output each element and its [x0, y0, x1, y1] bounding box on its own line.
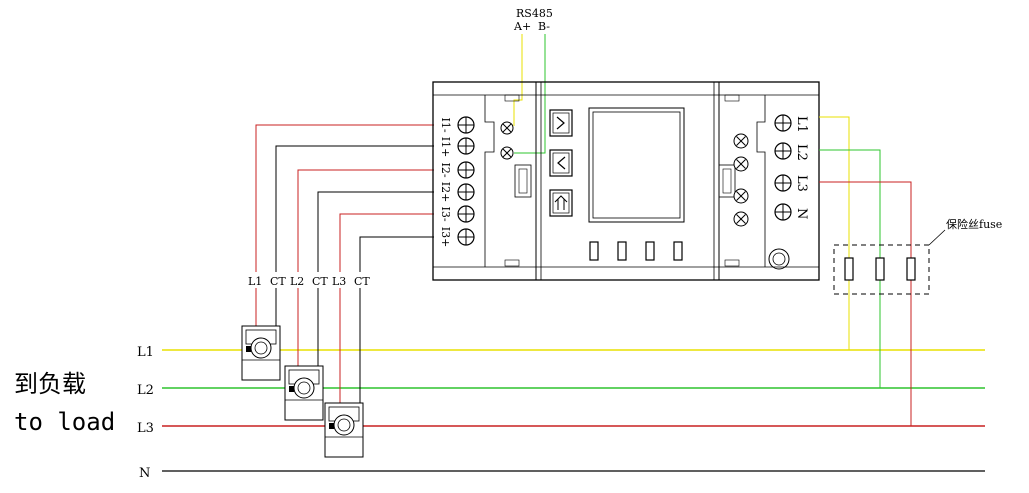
line-label-l2: L2	[137, 383, 154, 398]
terminal-label: I1+	[439, 137, 452, 158]
voltage-wire-l2	[819, 149, 881, 388]
enter-icon	[554, 195, 568, 210]
rs485-a-wire	[513, 34, 523, 126]
voltage-terminal-block	[774, 114, 792, 221]
ct-label: L3	[332, 275, 346, 288]
voltage-terminal-labels: L1 L2 L3 N	[794, 116, 809, 219]
load-label-en: to load	[14, 408, 115, 436]
terminal-label: L1	[794, 116, 809, 133]
right-module-screws	[733, 133, 749, 227]
fuse-label: 保险丝fuse	[946, 217, 1002, 231]
terminal-label: I3+	[439, 227, 452, 248]
rs485-b-label: B-	[538, 20, 550, 33]
rs485-screw-a	[500, 121, 514, 135]
ct-clamp-l3	[324, 402, 364, 458]
fuse-leader	[928, 229, 946, 246]
meter-button-right[interactable]	[549, 109, 573, 137]
meter-button-enter[interactable]	[549, 189, 573, 217]
terminal-label: N	[794, 208, 809, 219]
rs485-screw-b	[500, 146, 514, 160]
ct-label-backdrop	[244, 272, 372, 288]
ct-terminal-block	[457, 116, 475, 246]
fuse-l3	[906, 257, 916, 281]
ct-label: CT	[312, 275, 328, 288]
energy-meter	[432, 81, 820, 281]
ct-clamp-l2	[284, 365, 324, 421]
fuse-l1	[844, 257, 854, 281]
load-label-zh: 到负载	[14, 370, 86, 398]
rs485-a-label: A+	[513, 20, 531, 33]
ct-label: L2	[290, 275, 304, 288]
ct-label: CT	[354, 275, 370, 288]
ct-clamp-l1	[241, 325, 281, 381]
chevron-left-icon	[557, 156, 566, 170]
rs485-title: RS485	[516, 7, 553, 20]
terminal-label: I3-	[439, 206, 452, 221]
ct-wires	[255, 124, 434, 425]
terminal-label: L3	[794, 175, 809, 192]
line-label-n: N	[139, 466, 150, 481]
ct-terminal-labels: I1- I1+ I2- I2+ I3- I3+	[439, 117, 452, 247]
meter-button-left[interactable]	[549, 149, 573, 177]
ct-labels: L1 CT L2 CT L3 CT	[248, 275, 370, 288]
rs485-b-wire	[514, 34, 546, 154]
line-label-l3: L3	[137, 421, 154, 436]
ct-label: CT	[270, 275, 286, 288]
voltage-wire-l1	[819, 116, 850, 350]
terminal-label: I2+	[439, 182, 452, 203]
line-label-l1: L1	[137, 345, 154, 360]
terminal-label: I2-	[439, 162, 452, 177]
voltage-wire-l3	[819, 181, 912, 426]
terminal-label: I1-	[439, 117, 452, 132]
fuse-box	[833, 244, 930, 295]
terminal-label: L2	[794, 144, 809, 161]
fuse-l2	[875, 257, 885, 281]
chevron-right-icon	[556, 116, 565, 130]
ct-label: L1	[248, 275, 262, 288]
